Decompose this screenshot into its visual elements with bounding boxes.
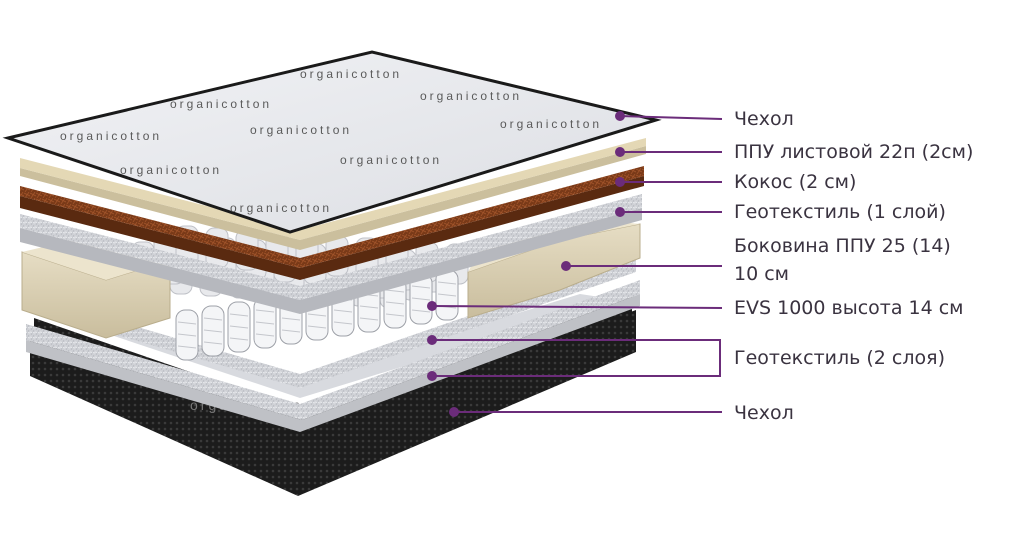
callout-bracket-geotextile-2	[432, 339, 721, 377]
label-side-foam: Боковина ППУ 25 (14) 10 см	[734, 232, 951, 288]
label-cover-bottom: Чехол	[734, 402, 794, 424]
spring-seam	[411, 285, 431, 289]
spring-seam	[203, 341, 223, 345]
spring-seam	[229, 313, 249, 317]
spring-seam	[177, 345, 197, 349]
top-cover-watermark: organicotton	[340, 153, 442, 167]
callout-dot-side-foam	[561, 261, 571, 271]
label-cover-top: Чехол	[734, 108, 794, 130]
callout-line-springs	[431, 305, 723, 309]
spring-seam	[385, 289, 405, 293]
top-cover-watermark: organicotton	[170, 97, 272, 111]
spring-seam	[333, 321, 353, 325]
spring-seam	[255, 309, 275, 313]
top-cover-watermark: organicotton	[230, 201, 332, 215]
label-ppu-sheet: ППУ листовой 22п (2см)	[734, 141, 974, 163]
spring-seam	[229, 325, 249, 329]
top-cover-watermark: organicotton	[250, 123, 352, 137]
top-cover-watermark: organicotton	[500, 117, 602, 131]
spring-seam	[359, 317, 379, 321]
spring-seam	[411, 297, 431, 301]
label-geotextile-1: Геотекстиль (1 слой)	[734, 201, 946, 223]
spring-seam	[385, 313, 405, 317]
spring-seam	[437, 293, 457, 297]
label-side-foam-line2: 10 см	[734, 263, 789, 285]
callout-line-cover-top	[619, 115, 723, 120]
geotextile-lower-layer	[26, 258, 640, 432]
spring-seam	[385, 301, 405, 305]
callout-dot-geotextile-1	[615, 207, 625, 217]
callout-dot-springs	[427, 301, 437, 311]
spring-seam	[255, 321, 275, 325]
spring-seam	[281, 329, 301, 333]
spring-seam	[333, 309, 353, 313]
spring-seam	[203, 317, 223, 321]
spring-seam	[255, 333, 275, 337]
spring-seam	[437, 281, 457, 285]
spring-seam	[177, 321, 197, 325]
label-side-foam-line1: Боковина ППУ 25 (14)	[734, 235, 951, 257]
spring-seam	[411, 309, 431, 313]
spring-seam	[203, 329, 223, 333]
top-cover-watermark: organicotton	[120, 163, 222, 177]
label-springs: EVS 1000 высота 14 см	[734, 297, 964, 319]
callout-dot-cover-top	[615, 111, 625, 121]
top-cover-watermark: organicotton	[420, 89, 522, 103]
label-coconut: Кокос (2 см)	[734, 171, 857, 193]
geotextile-upper-layer	[20, 194, 642, 314]
top-cover-watermark: organicotton	[300, 67, 402, 81]
spring-seam	[307, 325, 327, 329]
spring-seam	[359, 305, 379, 309]
spring-seam	[281, 317, 301, 321]
spring-seam	[177, 333, 197, 337]
top-cover-watermark: organicotton	[60, 129, 162, 143]
callout-dot-geotextile-2b	[427, 371, 437, 381]
callout-dot-coconut	[615, 177, 625, 187]
label-geotextile-2: Геотекстиль (2 слоя)	[734, 347, 945, 369]
callouts	[427, 111, 723, 417]
callout-dot-cover-bottom	[449, 407, 459, 417]
spring-seam	[307, 313, 327, 317]
callout-dot-ppu-sheet	[615, 147, 625, 157]
top-cover-layer: organicotton organicotton organicotton o…	[2, 50, 662, 234]
callout-dot-geotextile-2a	[427, 335, 437, 345]
spring-seam	[229, 337, 249, 341]
